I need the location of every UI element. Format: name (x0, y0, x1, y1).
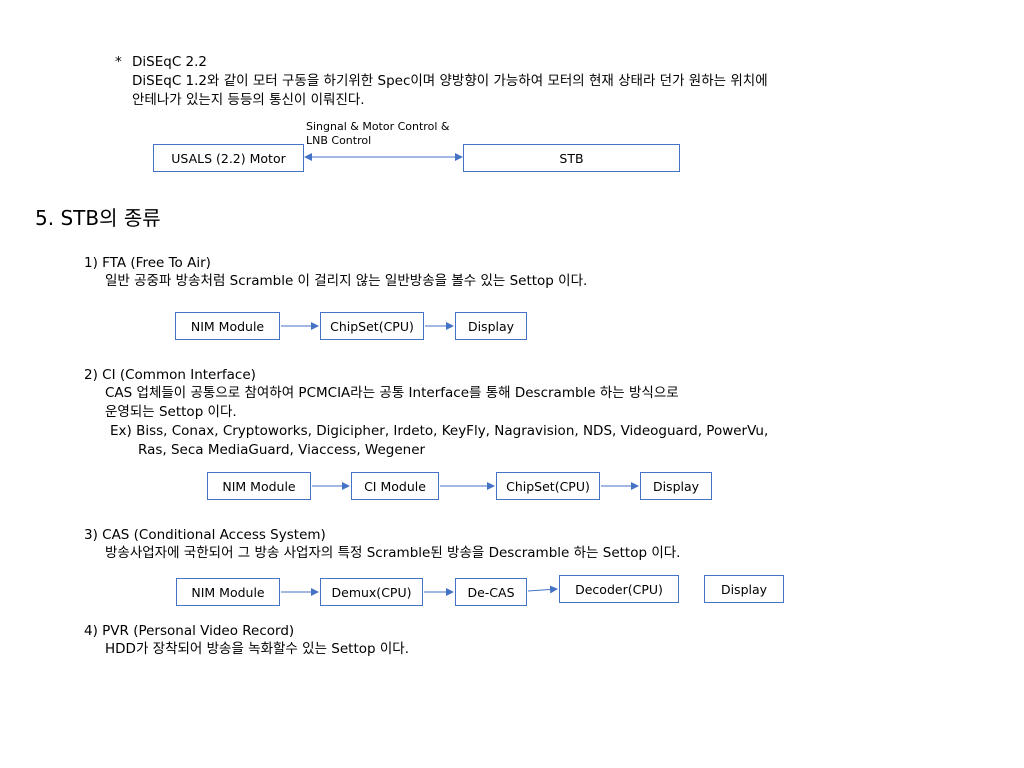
diseqc-heading: DiSEqC 2.2 (132, 54, 208, 70)
fta-display-box: Display (455, 312, 527, 340)
cas-display-box: Display (704, 575, 784, 603)
ci-desc-line1: CAS 업체들이 공통으로 참여하여 PCMCIA라는 공통 Interface… (105, 385, 679, 401)
ci-desc-line2: 운영되는 Settop 이다. (105, 404, 237, 420)
diseqc-desc-line2: 안테나가 있는지 등등의 통신이 이뤄진다. (132, 92, 365, 108)
cas-arrow-3 (527, 585, 558, 594)
diseqc-arrow-label-line1: Singnal & Motor Control & (306, 120, 450, 133)
pvr-heading: 4) PVR (Personal Video Record) (84, 623, 295, 639)
ci-examples-line1: Ex) Biss, Conax, Cryptoworks, Digicipher… (110, 423, 769, 439)
fta-desc: 일반 공중파 방송처럼 Scramble 이 걸리지 않는 일반방송을 볼수 있… (105, 273, 588, 289)
diseqc-desc-line1: DiSEqC 1.2와 같이 모터 구동을 하기위한 Spec이며 양방향이 가… (132, 73, 768, 89)
diseqc-arrow-label-line2: LNB Control (306, 134, 372, 147)
ci-examples-line2: Ras, Seca MediaGuard, Viaccess, Wegener (138, 442, 426, 458)
ci-nim-module-box: NIM Module (207, 472, 311, 500)
ci-chipset-box: ChipSet(CPU) (496, 472, 600, 500)
cas-de-cas-box: De-CAS (455, 578, 527, 606)
pvr-desc: HDD가 장착되어 방송을 녹화할수 있는 Settop 이다. (105, 641, 409, 657)
diseqc-bullet: * (115, 54, 122, 70)
cas-demux-box: Demux(CPU) (320, 578, 423, 606)
ci-ci-module-box: CI Module (351, 472, 439, 500)
ci-heading: 2) CI (Common Interface) (84, 367, 256, 383)
fta-heading: 1) FTA (Free To Air) (84, 255, 211, 271)
section-title: 5. STB의 종류 (35, 206, 161, 230)
cas-nim-module-box: NIM Module (176, 578, 280, 606)
stb-box: STB (463, 144, 680, 172)
cas-heading: 3) CAS (Conditional Access System) (84, 527, 326, 543)
usals-motor-box: USALS (2.2) Motor (153, 144, 304, 172)
ci-display-box: Display (640, 472, 712, 500)
cas-desc: 방송사업자에 국한되어 그 방송 사업자의 특정 Scramble된 방송을 D… (105, 545, 681, 561)
cas-decoder-box: Decoder(CPU) (559, 575, 679, 603)
fta-nim-module-box: NIM Module (175, 312, 280, 340)
fta-chipset-box: ChipSet(CPU) (320, 312, 424, 340)
